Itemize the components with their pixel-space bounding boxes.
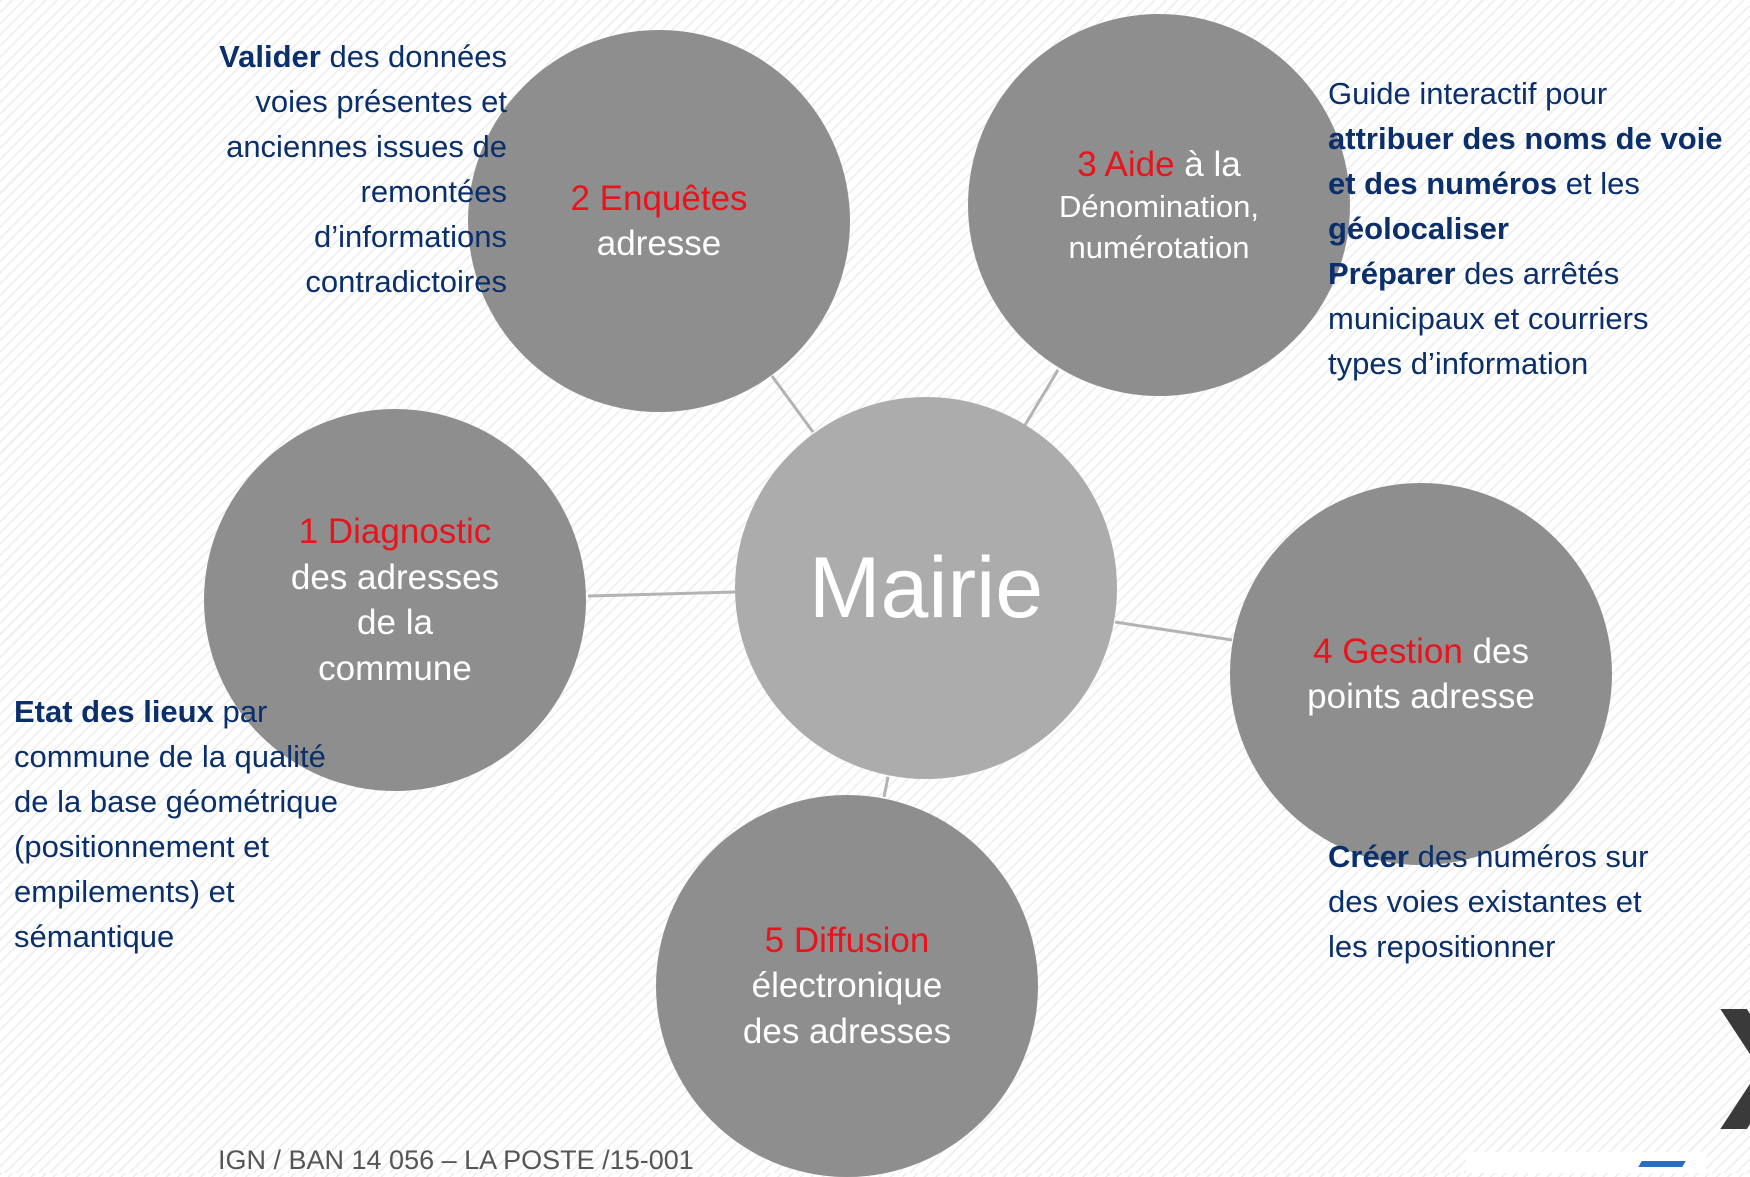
description-guide-line-1: Guide interactif pour	[1328, 76, 1608, 111]
node-3-inline: à la	[1174, 144, 1241, 184]
description-etat-des-lieux: Etat des lieux par commune de la qualité…	[14, 689, 414, 959]
description-guide-bold-b: et des numéros	[1328, 166, 1558, 201]
logo-mark-icon	[1638, 1161, 1686, 1167]
description-etat-line-3: (positionnement et	[14, 829, 270, 864]
description-valider-line-5: contradictoires	[305, 264, 507, 299]
description-valider-line-3: remontées	[360, 174, 507, 209]
node-1-diagnostic: 1 Diagnostic des adresses de la commune	[204, 409, 586, 791]
description-guide-line-6: municipaux et courriers	[1328, 301, 1649, 336]
connector-4	[1114, 620, 1233, 642]
description-creer: Créer des numéros sur des voies existant…	[1328, 834, 1728, 969]
node-4-gestion: 4 Gestion des points adresse	[1230, 483, 1612, 865]
description-guide-bold-b-rest: et les	[1557, 166, 1640, 201]
center-label: Mairie	[808, 540, 1044, 636]
description-creer-first: des numéros sur	[1409, 839, 1649, 874]
node-2-title: 2 Enquêtes	[570, 178, 748, 218]
node-1-title: 1 Diagnostic	[298, 512, 492, 551]
connector-2	[770, 375, 815, 433]
connector-5	[882, 776, 890, 798]
description-etat-line-1: commune de la qualité	[14, 739, 326, 774]
node-1-line-2: de la	[357, 603, 433, 642]
node-2-line-1: adresse	[596, 224, 722, 263]
description-guide-bold-d-rest: des arrêtés	[1455, 256, 1620, 291]
description-valider-line-1: voies présentes et	[255, 84, 507, 119]
description-guide-bold-c: géolocaliser	[1328, 211, 1509, 246]
description-valider: Valider des données voies présentes et a…	[150, 34, 507, 304]
description-guide-bold-a: attribuer des noms de voie	[1328, 121, 1723, 156]
description-etat-first: par	[213, 694, 268, 729]
node-1-line-1: des adresses	[290, 557, 500, 597]
description-creer-line-2: les repositionner	[1328, 929, 1556, 964]
description-etat-line-2: de la base géométrique	[14, 784, 339, 819]
description-valider-bold: Valider	[219, 39, 321, 74]
description-guide-line-7: types d’information	[1328, 346, 1589, 381]
description-guide: Guide interactif pour attribuer des noms…	[1328, 71, 1748, 386]
node-4-inline: des	[1462, 631, 1529, 671]
description-valider-line-2: anciennes issues de	[226, 129, 507, 164]
node-3-line-1: Dénomination,	[1059, 189, 1259, 225]
node-3-line-2: numérotation	[1068, 229, 1250, 265]
node-2-enquetes: 2 Enquêtes adresse	[468, 30, 850, 412]
node-3-title: 3 Aide	[1077, 144, 1175, 184]
description-valider-line-4: d’informations	[314, 219, 507, 254]
node-4-title: 4 Gestion	[1313, 631, 1463, 671]
center-node-mairie: Mairie	[735, 397, 1117, 779]
connector-1	[587, 590, 736, 598]
description-valider-first: des données	[320, 39, 507, 74]
node-5-diffusion: 5 Diffusion électronique des adresses	[656, 795, 1038, 1177]
node-1-line-3: commune	[318, 648, 472, 688]
node-5-line-1: électronique	[751, 966, 943, 1006]
logo	[1466, 1152, 1706, 1173]
node-5-line-2: des adresses	[742, 1011, 952, 1051]
node-5-title: 5 Diffusion	[764, 920, 930, 960]
description-creer-bold: Créer	[1328, 839, 1409, 874]
description-etat-line-5: sémantique	[14, 919, 175, 954]
node-4-line-1: points adresse	[1307, 677, 1535, 716]
description-creer-line-1: des voies existantes et	[1328, 884, 1642, 919]
description-etat-line-4: empilements) et	[14, 874, 235, 909]
connector-3	[1023, 369, 1060, 426]
next-slide-chevron-icon[interactable]: ❯	[1702, 1000, 1750, 1120]
footer-reference: IGN / BAN 14 056 – LA POSTE /15-001	[218, 1145, 694, 1175]
node-3-aide: 3 Aide à la Dénomination, numérotation	[968, 14, 1350, 396]
description-guide-bold-d: Préparer	[1328, 256, 1456, 291]
description-etat-bold: Etat des lieux	[14, 694, 214, 729]
